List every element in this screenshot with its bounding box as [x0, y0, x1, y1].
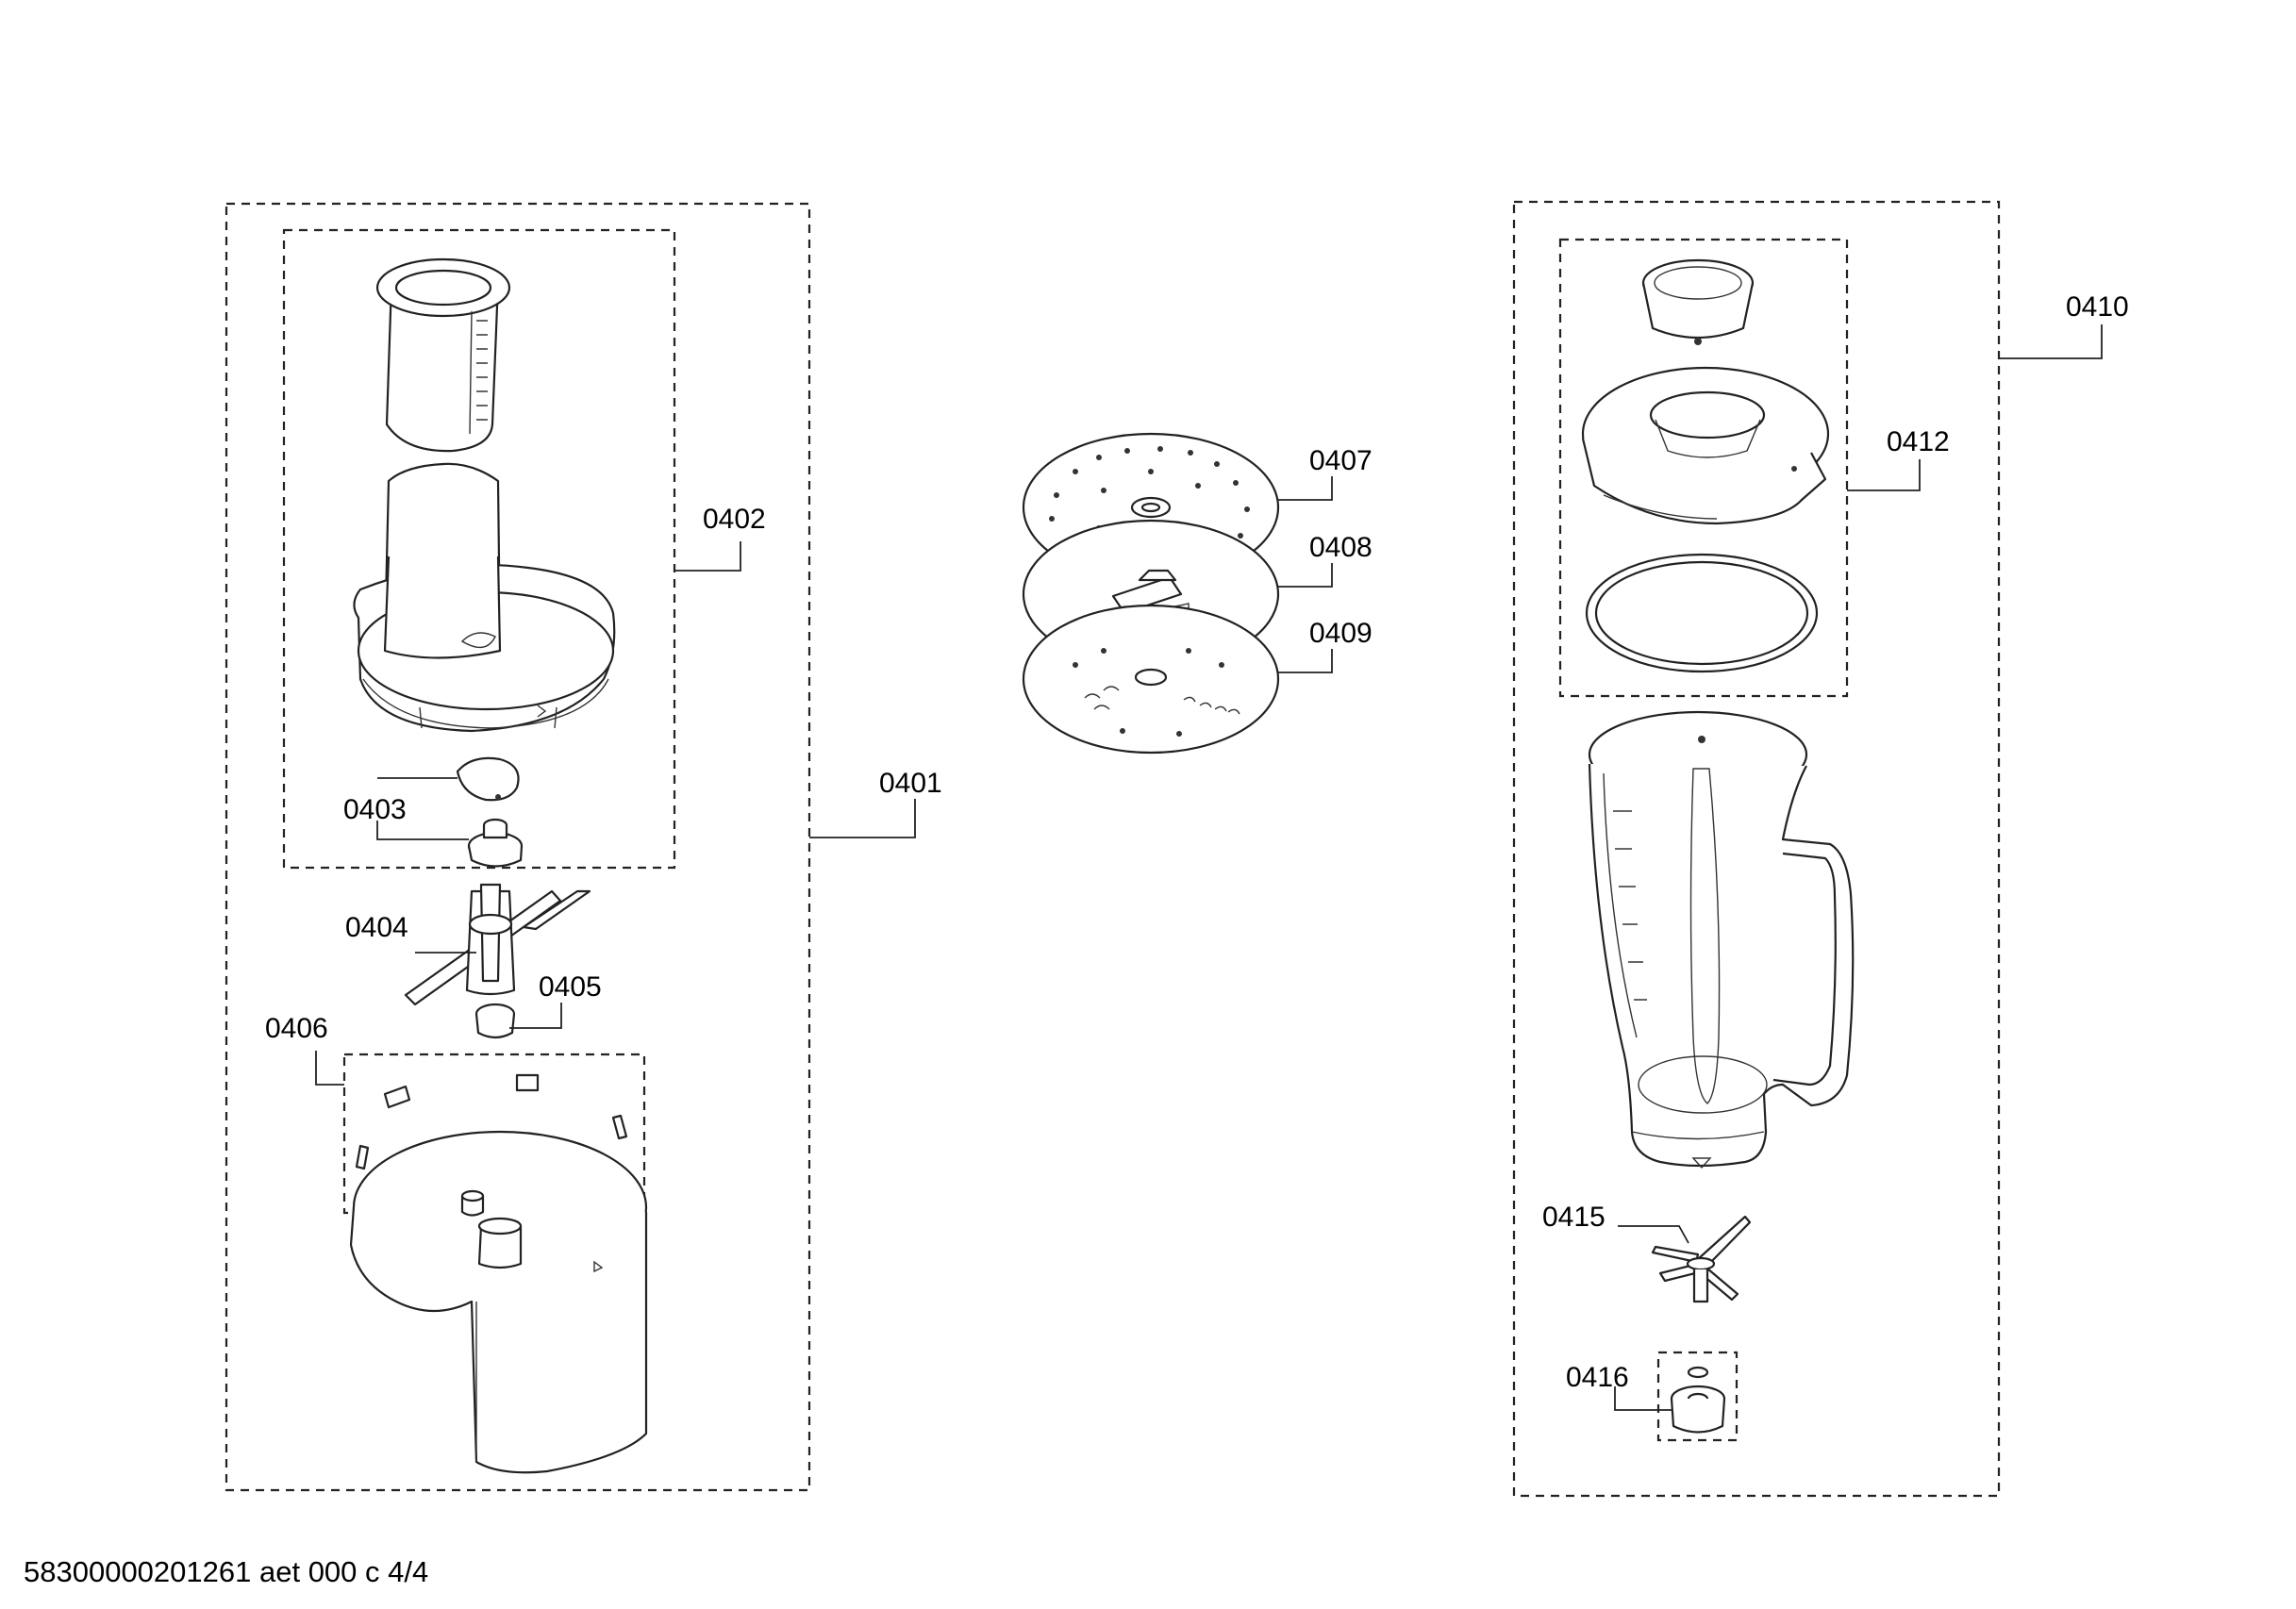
- label-0406: 0406: [265, 1013, 328, 1044]
- blender-lid-part: [1581, 366, 1830, 525]
- cap-part-0403: [456, 756, 520, 802]
- label-0416: 0416: [1566, 1362, 1629, 1393]
- gasket-part: [1585, 553, 1819, 673]
- label-0404: 0404: [345, 912, 408, 943]
- disc-0409: [1022, 604, 1280, 755]
- group-0416-outline: [1656, 1351, 1739, 1442]
- group-0410: [1512, 200, 2103, 1498]
- label-0415: 0415: [1542, 1202, 1606, 1233]
- label-0403: 0403: [343, 794, 407, 825]
- pusher-part: [375, 257, 511, 453]
- group-0401: [225, 202, 916, 1492]
- coupling-part-0416: [1670, 1366, 1726, 1434]
- blade-part-0415: [1651, 1215, 1752, 1303]
- seal-part-0405: [474, 1003, 516, 1039]
- label-0405: 0405: [539, 971, 602, 1003]
- kneading-tool-0404: [404, 883, 591, 1006]
- group-0401-outline: [225, 202, 811, 1492]
- label-0409: 0409: [1309, 618, 1373, 649]
- document-reference: 58300000201261 aet 000 c 4/4: [24, 1555, 428, 1588]
- blender-jug-part: [1588, 710, 1855, 1169]
- measuring-cup-part: [1641, 258, 1755, 345]
- group-0412-outline: [1558, 238, 1849, 698]
- label-0402: 0402: [703, 504, 766, 535]
- lid-part: [353, 462, 616, 733]
- group-0410-outline: [1512, 200, 2001, 1498]
- bowl-part: [349, 1130, 648, 1474]
- label-0408: 0408: [1309, 532, 1373, 563]
- label-0412: 0412: [1887, 426, 1950, 457]
- label-0401: 0401: [879, 768, 942, 799]
- label-0410: 0410: [2066, 291, 2129, 323]
- coupling-part-0403: [467, 818, 524, 868]
- label-0407: 0407: [1309, 445, 1373, 476]
- group-0402-outline: [282, 228, 676, 870]
